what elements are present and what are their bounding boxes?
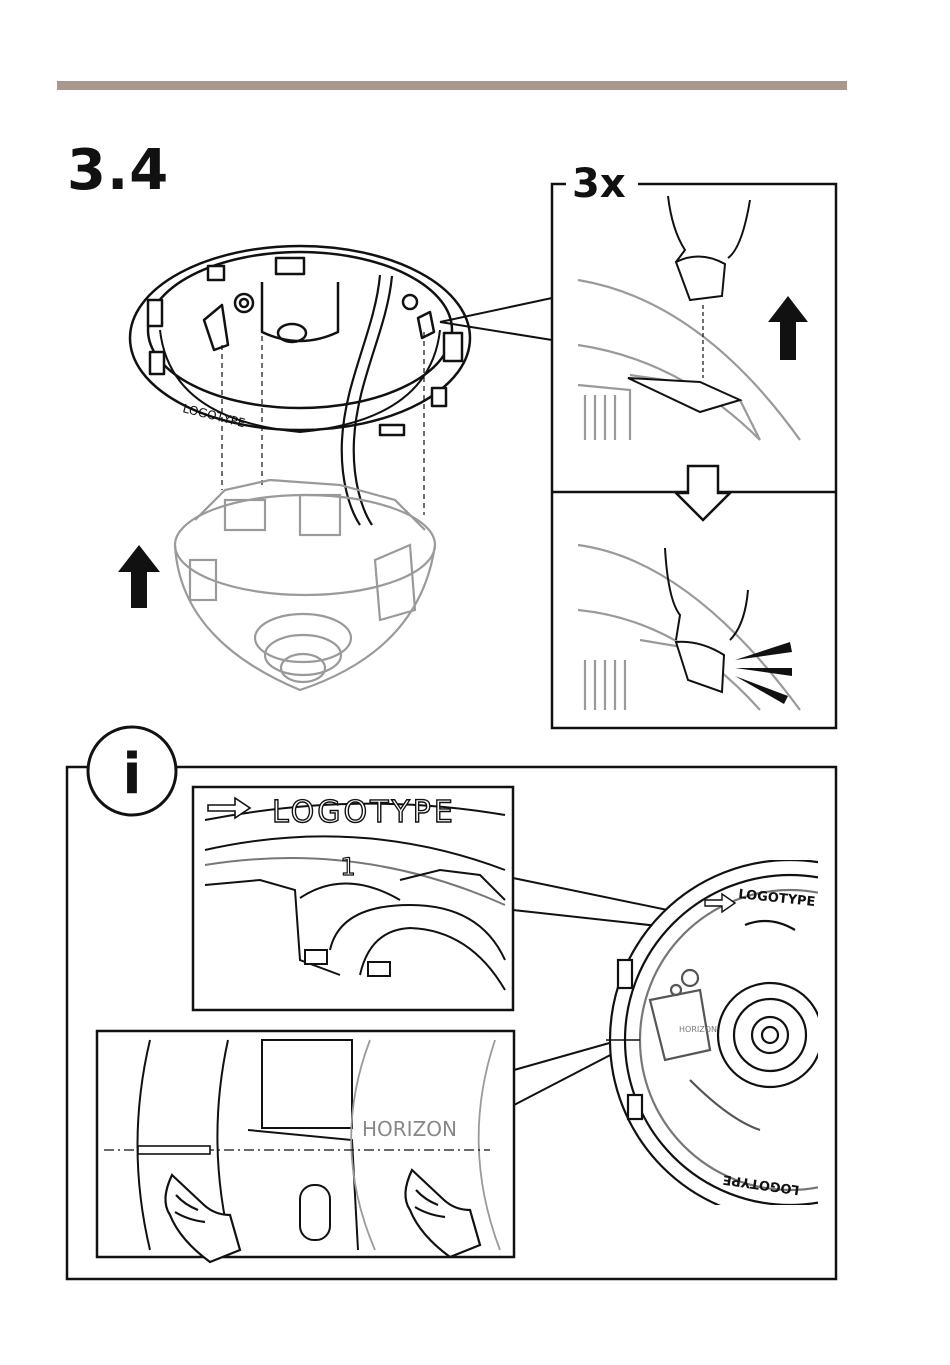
logotype-zoom-box: LOGOTYPE 1 xyxy=(193,787,513,1010)
detail-panel: 3x xyxy=(552,161,836,728)
repeat-count-label: 3x xyxy=(572,161,626,207)
horizon-small-text: HORIZON xyxy=(679,1025,717,1034)
up-arrow-icon xyxy=(118,545,160,608)
horizon-zoom-text: HORIZON xyxy=(362,1117,457,1141)
horizon-zoom-box: HORIZON xyxy=(97,1031,514,1262)
zoom-logotype-text: LOGOTYPE xyxy=(272,795,456,830)
info-icon-glyph: i xyxy=(122,742,141,807)
info-panel: i LOGOTYPE 1 xyxy=(67,727,950,1279)
ring-mark-number: 1 xyxy=(340,853,355,881)
camera-body-illustration xyxy=(175,480,435,690)
